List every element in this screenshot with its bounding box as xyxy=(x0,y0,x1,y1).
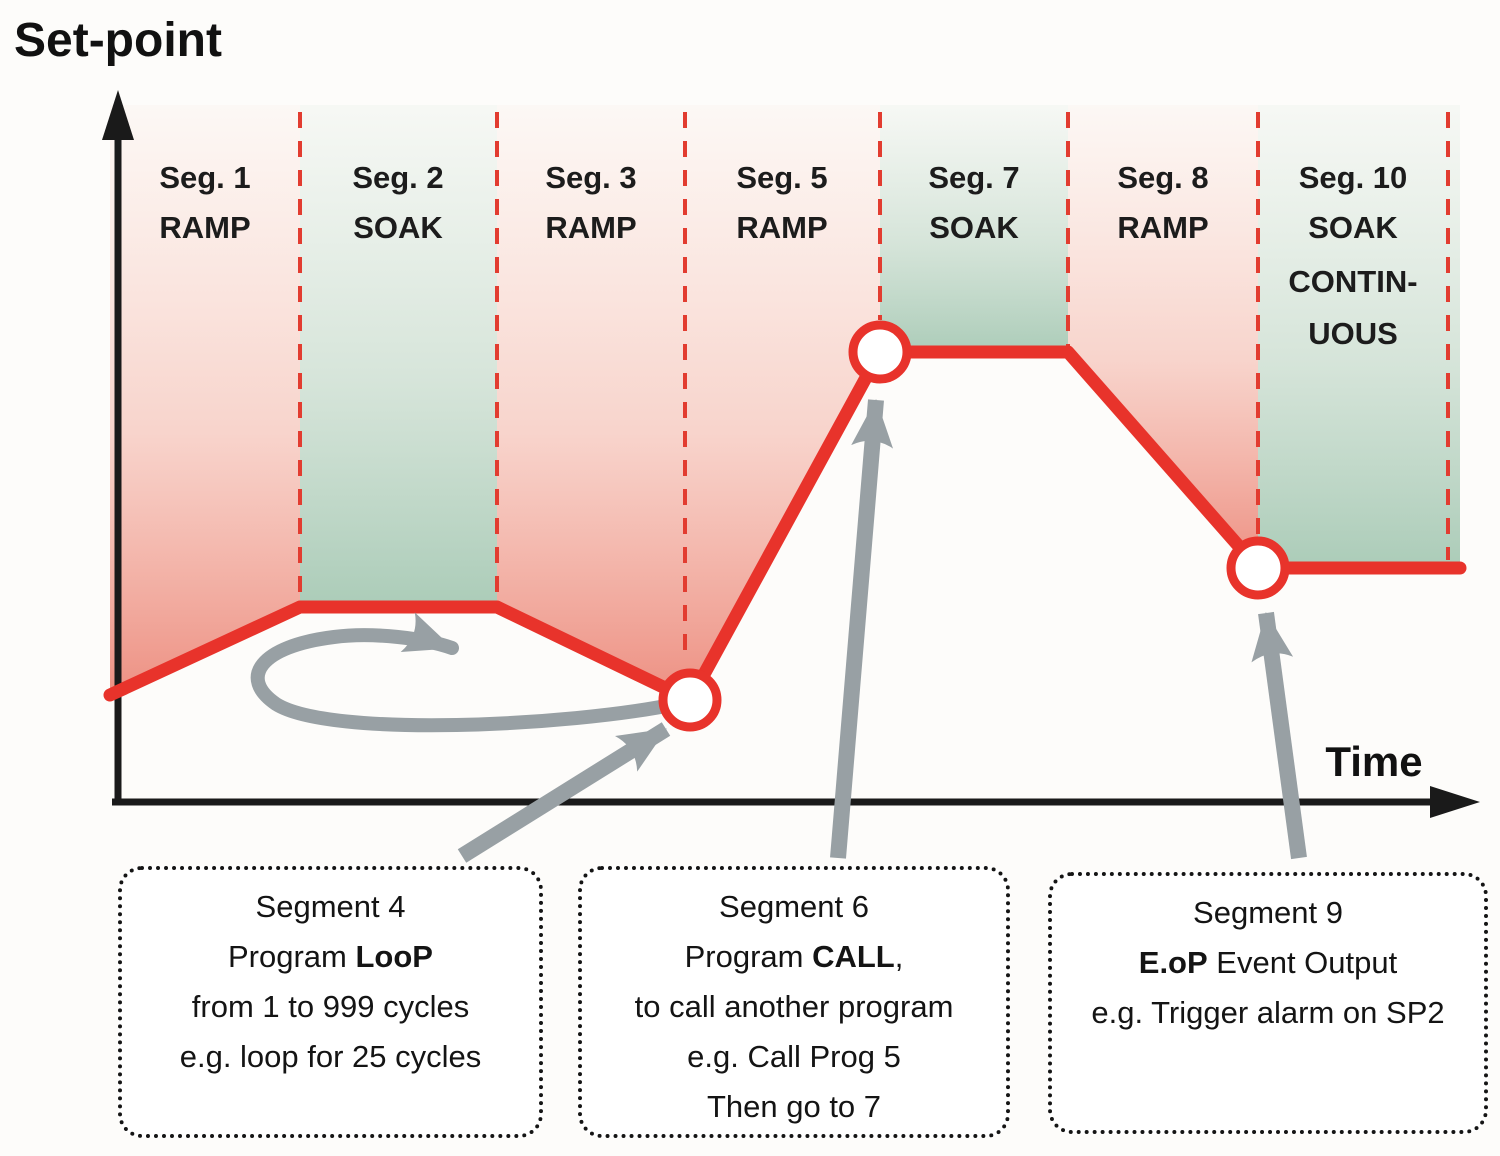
segment-label-1-type: RAMP xyxy=(159,210,250,245)
segment-labels: Seg. 1 RAMP Seg. 2 SOAK Seg. 3 RAMP Seg.… xyxy=(159,160,1417,351)
segment-dividers xyxy=(298,112,1450,662)
shade-seg1-ramp xyxy=(110,105,300,700)
callout-title: Segment 4 xyxy=(255,889,406,924)
callout-line: Program CALL, xyxy=(685,932,904,982)
callout-line: to call another program xyxy=(634,989,954,1024)
callout-line: E.oP Event Output xyxy=(1139,938,1397,988)
setpoint-profile-line xyxy=(103,345,1467,707)
segment-label-7-type: SOAK xyxy=(929,210,1019,245)
callout-text: Program xyxy=(228,939,356,974)
callout-segment4: Segment 4 Program LooP from 1 to 999 cyc… xyxy=(118,866,543,1138)
callout-title: Segment 6 xyxy=(719,889,869,924)
segment-label-7-name: Seg. 7 xyxy=(928,160,1019,195)
x-axis-arrowhead xyxy=(1430,786,1480,818)
callout-arrow-segment4 xyxy=(457,722,671,863)
shade-seg10-soak xyxy=(1258,105,1460,573)
callout-title: Segment 9 xyxy=(1193,895,1343,930)
callout-line: e.g. Trigger alarm on SP2 xyxy=(1091,995,1445,1030)
segment-label-5-name: Seg. 5 xyxy=(736,160,827,195)
breakpoint-markers xyxy=(658,320,1290,732)
callout-segment6: Segment 6 Program CALL, to call another … xyxy=(578,866,1010,1138)
segment-label-5-type: RAMP xyxy=(736,210,827,245)
segment-label-10-type2: CONTIN- xyxy=(1288,264,1417,299)
callout-line: e.g. Call Prog 5 xyxy=(687,1039,901,1074)
callout-text: , xyxy=(894,939,904,974)
callout-line: e.g. loop for 25 cycles xyxy=(179,1039,482,1074)
callout-keyword: CALL xyxy=(812,939,895,974)
loop-arrow xyxy=(250,612,683,733)
eop-point-marker xyxy=(1226,536,1290,600)
segment-shading xyxy=(110,105,1460,700)
callout-line: Then go to 7 xyxy=(706,1089,882,1124)
callout-segment9: Segment 9 E.oP Event Output e.g. Trigger… xyxy=(1048,872,1488,1134)
y-axis-arrowhead xyxy=(102,90,134,140)
callout-text: Program xyxy=(684,939,813,974)
loop-point-marker xyxy=(658,668,722,732)
callout-line: from 1 to 999 cycles xyxy=(191,989,470,1024)
callout-arrow-segment6 xyxy=(830,399,894,859)
callout-keyword: LooP xyxy=(355,939,433,974)
segment-label-8-name: Seg. 8 xyxy=(1117,160,1208,195)
segment-label-10-type3: UOUS xyxy=(1308,316,1398,351)
shade-seg3-ramp xyxy=(497,105,685,700)
callout-arrow-segment9 xyxy=(1251,611,1307,860)
segment-label-1-name: Seg. 1 xyxy=(159,160,250,195)
call-point-marker xyxy=(848,320,912,384)
shade-seg7-soak xyxy=(880,105,1068,357)
segment-label-10-name: Seg. 10 xyxy=(1299,160,1408,195)
callout-line: Program LooP xyxy=(228,932,433,982)
y-axis-title: Set-point xyxy=(14,14,222,67)
segment-label-8-type: RAMP xyxy=(1117,210,1208,245)
shade-seg2-soak xyxy=(300,105,497,612)
x-axis-label: Time xyxy=(1325,738,1422,785)
segment-label-10-type: SOAK xyxy=(1308,210,1398,245)
callout-text: Event Output xyxy=(1207,945,1398,980)
segment-label-3-name: Seg. 3 xyxy=(545,160,636,195)
callout-arrows xyxy=(457,399,1307,863)
segment-label-3-type: RAMP xyxy=(545,210,636,245)
segment-label-2-name: Seg. 2 xyxy=(352,160,443,195)
segment-label-2-type: SOAK xyxy=(353,210,443,245)
callout-keyword: E.oP xyxy=(1138,945,1208,980)
